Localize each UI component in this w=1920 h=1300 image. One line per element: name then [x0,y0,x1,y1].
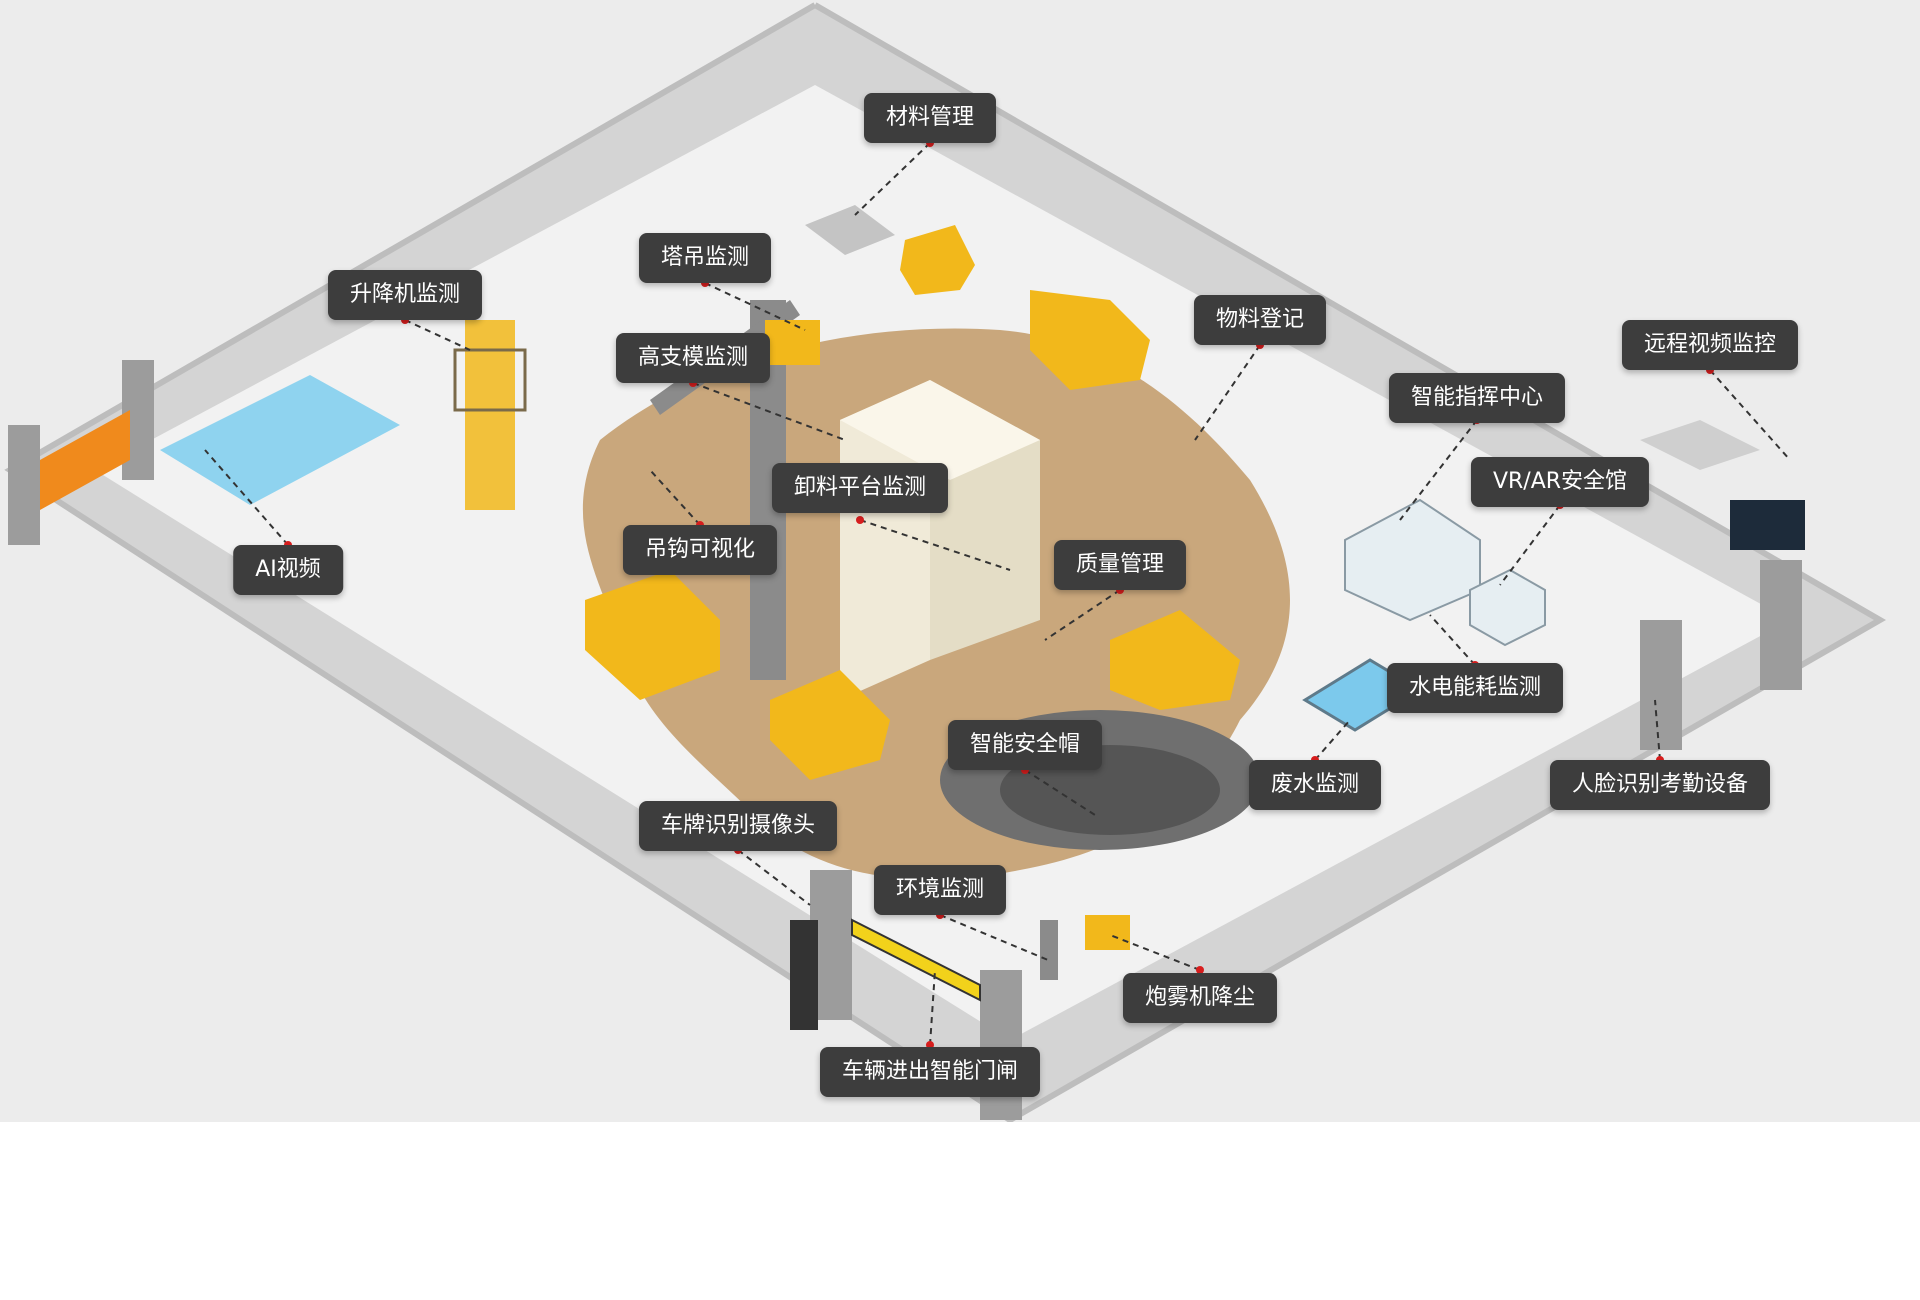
label-wastewater-monitoring: 废水监测 [1248,760,1382,810]
building-front [840,380,930,700]
connector-hook [649,469,701,526]
left-gate-post-a [8,425,40,545]
label-smart-command-center: 智能指挥中心 [1388,373,1566,423]
dot-unloading [856,516,864,524]
label-material-management: 材料管理 [863,93,997,143]
hoist-tower [465,320,515,510]
tower-crane-cab [765,320,820,365]
weighbridge [805,205,895,255]
connector-vr-ar [1499,504,1561,586]
label-hook-visualization: 吊钩可视化 [622,525,778,575]
label-face-recognition-attendance: 人脸识别考勤设备 [1549,760,1771,810]
connector-environment [939,914,1049,961]
connector-registration [1194,344,1261,441]
label-high-formwork-monitoring: 高支模监测 [615,333,771,383]
label-fog-cannon-dust: 炮雾机降尘 [1122,973,1278,1023]
hoist-tower-frame [453,348,527,412]
connector-tower-crane [704,282,806,331]
connector-wastewater [1314,719,1351,761]
label-environment-monitoring: 环境监测 [873,865,1007,915]
label-tower-crane-monitoring: 塔吊监测 [638,233,772,283]
connector-high-formwork [692,382,846,441]
connector-quality [1044,589,1121,641]
remote-camera-pole [1640,420,1760,470]
plate-camera-kiosk [790,920,818,1030]
info-display-board [1730,500,1805,550]
label-smart-helmet: 智能安全帽 [947,720,1103,770]
connector-lines [204,142,1791,1046]
left-gate-barrier [40,410,130,510]
label-unloading-platform-monitoring: 卸料平台监测 [771,463,949,513]
fog-cannon [1085,915,1130,950]
label-vr-ar-safety-hall: VR/AR安全馆 [1470,457,1650,507]
mixer-truck [1030,290,1150,390]
connector-plate-camera [737,849,811,906]
excavator [1110,610,1240,710]
label-vehicle-gate: 车辆进出智能门闸 [819,1047,1041,1097]
dump-truck [585,570,720,700]
bottom-gate-post-b [980,970,1022,1120]
dot-fog [1196,966,1204,974]
connector-vehicle-gate [929,969,936,1046]
construction-site-scene: 材料管理 塔吊监测 升降机监测 高支模监测 物料登记 远程视频监控 智能指挥中心… [0,0,1920,1122]
label-material-registration: 物料登记 [1193,295,1327,345]
building-top [840,380,1040,480]
face-terminal-post [1760,560,1802,690]
connector-remote-video [1709,369,1791,461]
environment-station [1040,920,1058,980]
connector-fog [1109,934,1201,971]
connector-water-power [1429,614,1476,666]
label-license-plate-camera: 车牌识别摄像头 [638,801,838,851]
label-remote-video-monitoring: 远程视频监控 [1621,320,1799,370]
right-gate-post [1640,620,1682,750]
connector-unloading [859,519,1011,571]
ai-video-zone [160,375,400,505]
bulldozer [770,670,890,780]
connector-hoist [404,319,471,351]
forklift [900,225,975,295]
label-water-power-consumption: 水电能耗监测 [1386,663,1564,713]
label-quality-management: 质量管理 [1053,540,1187,590]
label-hoist-monitoring: 升降机监测 [327,270,483,320]
vehicle-barrier-arm [851,918,981,1002]
connector-helmet [1024,769,1096,816]
label-ai-video: AI视频 [233,545,343,595]
